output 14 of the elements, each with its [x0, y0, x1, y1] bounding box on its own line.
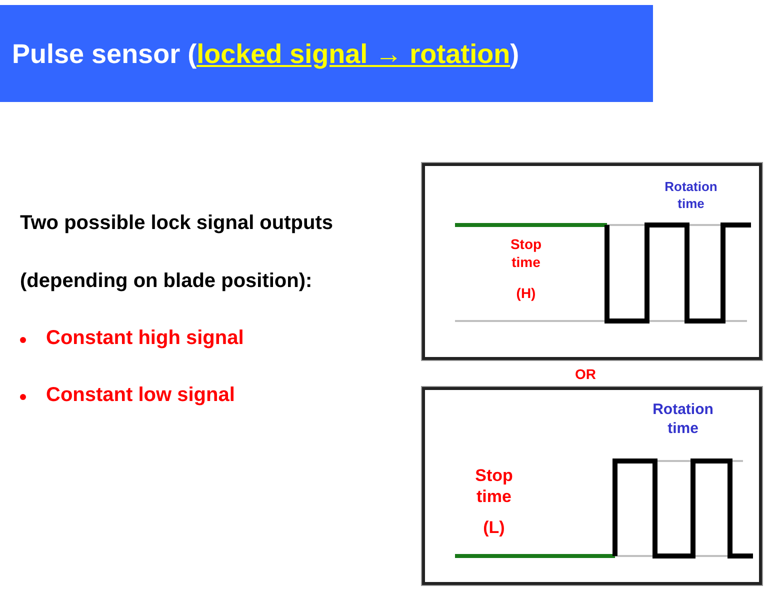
rotation-time-label: Rotation time [652, 400, 714, 438]
stop-time-label: Stop time [509, 235, 543, 271]
waveform-panel [422, 387, 762, 585]
text-line: Two possible lock signal outputs [20, 212, 333, 235]
bullet-item: Constant high signal [46, 327, 244, 350]
stop-time-label: Stop time [474, 465, 514, 507]
title: Pulse sensor (locked signal → rotation) [12, 39, 520, 70]
connector-word: OR [575, 366, 596, 382]
rotation-time-label: Rotation time [664, 178, 718, 212]
bullet-item: Constant low signal [46, 384, 235, 407]
waveform-panel [422, 163, 762, 360]
level-label: (L) [482, 517, 506, 538]
text-line: (depending on blade position): [20, 270, 312, 293]
level-label: (H) [515, 284, 537, 302]
